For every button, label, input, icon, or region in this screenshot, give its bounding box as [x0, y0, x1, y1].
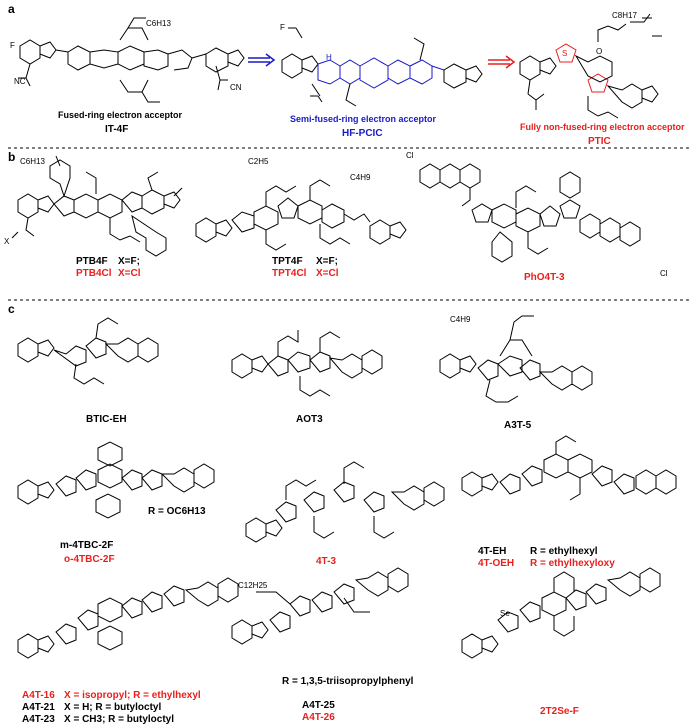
t4oeh-r: R = ethylhexyloxy — [530, 558, 615, 569]
tpt-c4h9: C4H9 — [350, 173, 371, 182]
structure-a3t5 — [439, 315, 593, 403]
structure-2t2se-f — [461, 567, 661, 659]
structure-hfpcic — [281, 27, 483, 107]
pho-cl: Cl — [406, 151, 414, 160]
panel-label-b: b — [8, 150, 16, 164]
a4t23-def: X = CH3; R = butyloctyl — [64, 714, 175, 725]
it4f-name: IT-4F — [105, 124, 129, 135]
tpt-c2h5: C2H5 — [248, 157, 269, 166]
a4t21-def: X = H; R = butyloctyl — [64, 702, 162, 713]
ptb4cl-sub: X=Cl — [118, 268, 141, 279]
atom-s-ptic: S — [562, 49, 568, 58]
atom-o-ptic: O — [596, 47, 603, 56]
ptic-caption: Fully non-fused-ring electron acceptor — [520, 122, 685, 132]
a3t5-c4h9: C4H9 — [450, 315, 471, 324]
atom-cn: CN — [230, 83, 242, 92]
atom-f: F — [10, 41, 15, 50]
atom-nc: NC — [14, 77, 26, 86]
m4tbc-name: m-4TBC-2F — [60, 540, 114, 551]
structure-it4f — [18, 17, 245, 103]
ptb-c6h13: C6H13 — [20, 157, 45, 166]
ptb-x: X — [4, 237, 10, 246]
structure-4t-3 — [245, 461, 445, 543]
atom-c6h13: C6H13 — [146, 19, 171, 28]
a4t25-name: A4T-25 — [302, 700, 335, 711]
btic-name: BTIC-EH — [86, 414, 127, 425]
structure-pho4t — [419, 163, 641, 263]
aot3-name: AOT3 — [296, 414, 323, 425]
panel-label-a: a — [8, 2, 15, 16]
tpt4f-sub: X=F; — [316, 256, 338, 267]
a4t21-name: A4T-21 — [22, 702, 55, 713]
structure-4t-eh — [461, 435, 677, 501]
structure-aot3 — [231, 330, 383, 397]
a4t23-name: A4T-23 — [22, 714, 55, 725]
a3t5-name: A3T-5 — [504, 420, 532, 431]
o4tbc-name: o-4TBC-2F — [64, 554, 115, 565]
arrow-red — [488, 55, 516, 69]
ptic-name: PTIC — [588, 136, 611, 147]
t4oeh-name: 4T-OEH — [478, 558, 515, 569]
a4t25-r-def: R = 1,3,5-triisopropylphenyl — [282, 676, 414, 687]
pho-cl-2: Cl — [660, 269, 668, 278]
pho4t-name: PhO4T-3 — [524, 272, 565, 283]
a4t26-name: A4T-26 — [302, 712, 335, 723]
structure-ptic — [519, 13, 662, 119]
structure-4tbc — [17, 441, 215, 519]
ptb4cl-name: PTB4Cl — [76, 268, 112, 279]
ptb4f-name: PTB4F — [76, 256, 108, 267]
tpt4f-name: TPT4F — [272, 256, 303, 267]
arrow-blue — [248, 53, 276, 67]
structure-a4t-25 — [231, 567, 409, 645]
t4eh-r: R = ethylhexyl — [530, 546, 598, 557]
t4eh-name: 4T-EH — [478, 546, 507, 557]
hfpcic-name: HF-PCIC — [342, 128, 383, 139]
atom-h-hf: H — [326, 53, 332, 62]
it4f-caption: Fused-ring electron acceptor — [58, 110, 183, 120]
structure-ptb4f — [11, 155, 183, 257]
atom-f-hf: F — [280, 23, 285, 32]
m4tbc-r-def: R = OC6H13 — [148, 506, 206, 517]
t2t2sef-se: Se — [500, 609, 510, 618]
a4t16-name: A4T-16 — [22, 690, 55, 701]
structure-tpt4f — [195, 179, 407, 251]
t43-name: 4T-3 — [316, 556, 337, 567]
a4t16-def: X = isopropyl; R = ethylhexyl — [64, 690, 201, 701]
structure-btic-eh — [17, 317, 159, 385]
hfpcic-caption: Semi-fused-ring electron acceptor — [290, 114, 437, 124]
structure-a4t-16 — [17, 577, 239, 659]
tpt4cl-sub: X=Cl — [316, 268, 339, 279]
tpt4cl-name: TPT4Cl — [272, 268, 307, 279]
ptb4f-sub: X=F; — [118, 256, 140, 267]
t2t2sef-name: 2T2Se-F — [540, 706, 579, 717]
atom-c8h17: C8H17 — [612, 11, 637, 20]
panel-label-c: c — [8, 302, 15, 316]
a4t25-c12h25: C12H25 — [238, 581, 268, 590]
